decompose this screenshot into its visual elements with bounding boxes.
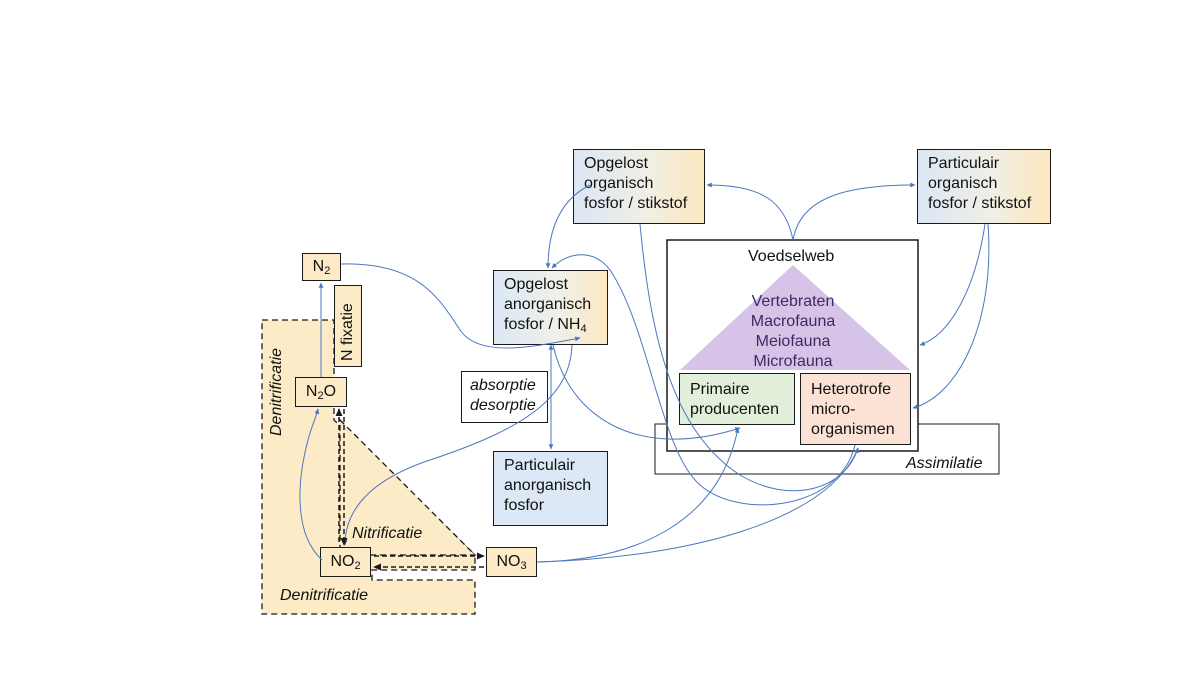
no3-sub: 3: [520, 560, 527, 572]
particulair-anorganisch-box: Particulair anorganisch fosfor: [493, 451, 608, 526]
opgelost-organisch-box: Opgelost organisch fosfor / stikstof: [573, 149, 705, 224]
voedselweb-title: Voedselweb: [748, 248, 835, 265]
denitrificatie-vertical-label: Denitrificatie: [268, 347, 285, 436]
heterotrofe-box: Heterotrofe micro- organismen: [800, 373, 911, 445]
foodweb-level-meiofauna: Meiofauna: [755, 333, 831, 350]
oo-line1: Opgelost: [584, 155, 649, 172]
oo-line2: organisch: [584, 175, 654, 192]
no2-label: NO: [330, 553, 355, 570]
foodweb-level-microfauna: Microfauna: [753, 353, 833, 370]
no2-sub: 2: [354, 560, 361, 572]
n2o-pre: N: [305, 383, 318, 400]
n2-box: N2: [302, 253, 341, 281]
oa-line1: Opgelost: [504, 276, 569, 293]
desorptie-label: desorptie: [470, 397, 536, 414]
n2o-box: N2O: [295, 377, 347, 407]
no3-label: NO: [496, 553, 521, 570]
denitrificatie-bottom-label: Denitrificatie: [280, 587, 369, 604]
assimilatie-label: Assimilatie: [906, 455, 983, 472]
absorptie-desorptie-box: absorptie desorptie: [461, 371, 548, 423]
n2o-sub: 2: [317, 390, 324, 402]
primaire-producenten-box: Primaire producenten: [679, 373, 795, 425]
pp-line2: producenten: [690, 401, 779, 418]
pa-line1: Particulair: [504, 457, 576, 474]
foodweb-level-vertebraten: Vertebraten: [751, 293, 835, 310]
po-line2: organisch: [928, 175, 998, 192]
no3-box: NO3: [486, 547, 537, 577]
nitrificatie-label: Nitrificatie: [352, 525, 423, 542]
ht-line2: micro-: [811, 401, 856, 418]
foodweb-level-macrofauna: Macrofauna: [750, 313, 836, 330]
po-line3: fosfor / stikstof: [928, 195, 1032, 212]
oa-sub: 4: [580, 323, 587, 335]
n2-sub: 2: [324, 265, 331, 277]
particulair-organisch-box: Particulair organisch fosfor / stikstof: [917, 149, 1051, 224]
po-line1: Particulair: [928, 155, 1000, 172]
n-fixatie-label: N fixatie: [339, 303, 356, 361]
pa-line2: anorganisch: [504, 477, 592, 494]
n2-label: N: [312, 258, 325, 275]
opgelost-anorganisch-box: Opgelost anorganisch fosfor / NH4: [493, 270, 608, 345]
ht-line3: organismen: [811, 421, 895, 438]
ht-line1: Heterotrofe: [811, 381, 892, 398]
no2-box: NO2: [320, 547, 371, 577]
pa-line3: fosfor: [504, 497, 545, 514]
pp-line1: Primaire: [690, 381, 750, 398]
absorptie-label: absorptie: [470, 377, 536, 394]
n-fixatie-box: N fixatie: [334, 285, 362, 367]
oa-line3: fosfor / NH: [504, 316, 581, 333]
oa-line2: anorganisch: [504, 296, 592, 313]
n2o-post: O: [323, 383, 337, 400]
oo-line3: fosfor / stikstof: [584, 195, 688, 212]
